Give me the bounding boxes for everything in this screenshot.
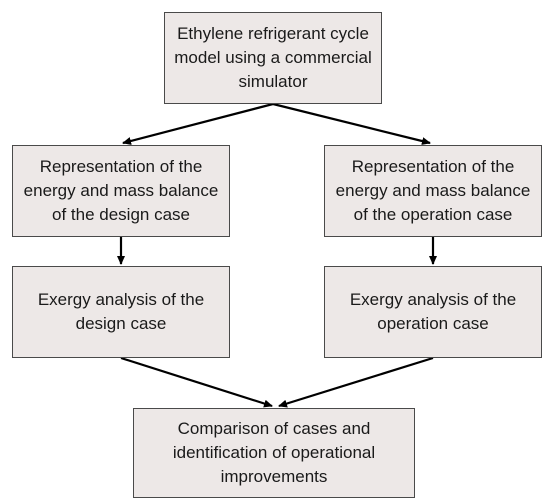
representation-design-node: Representation of the energy and mass ba… (12, 145, 230, 237)
exergy-operation-label: Exergy analysis of the operation case (349, 289, 517, 333)
exergy-design-label: Exergy analysis of the design case (37, 289, 205, 333)
arrow-model-to-rep-operation (272, 102, 431, 145)
representation-operation-node: Representation of the energy and mass ba… (324, 145, 542, 237)
representation-design-label: Representation of the energy and mass ba… (23, 156, 219, 225)
arrow-exergy-design-to-comparison (120, 356, 273, 408)
exergy-operation-node: Exergy analysis of the operation case (324, 266, 542, 358)
comparison-label: Comparison of cases and identification o… (172, 418, 376, 487)
exergy-design-node: Exergy analysis of the design case (12, 266, 230, 358)
model-node-label: Ethylene refrigerant cycle model using a… (174, 23, 372, 92)
arrow-model-to-rep-design (122, 102, 274, 145)
comparison-node: Comparison of cases and identification o… (133, 408, 415, 498)
arrow-exergy-operation-to-comparison (278, 356, 434, 408)
model-node: Ethylene refrigerant cycle model using a… (164, 12, 382, 104)
representation-operation-label: Representation of the energy and mass ba… (335, 156, 531, 225)
